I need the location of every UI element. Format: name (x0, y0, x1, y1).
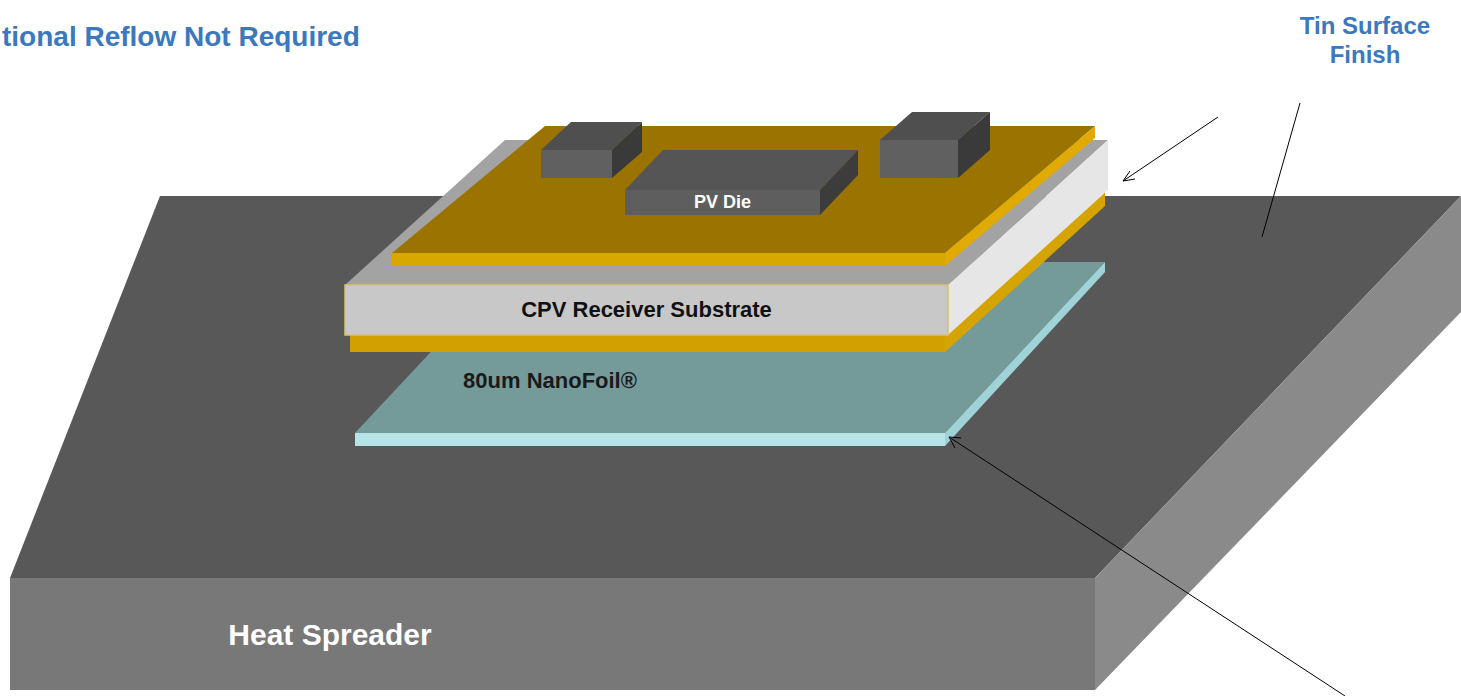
node-text: PV Die (694, 192, 751, 213)
heat-spreader: Heat Spreader (150, 610, 510, 660)
heat-spreader-side (1095, 196, 1461, 690)
node-text: CPV Receiver Substrate (521, 297, 772, 323)
substrate-box: CPV Receiver Substrate (345, 285, 948, 335)
pv-die: PV Die (625, 190, 820, 215)
pv-die-top (625, 150, 858, 190)
leader-line (1262, 103, 1300, 237)
node-text: Heat Spreader (228, 618, 431, 652)
leader-line (1123, 117, 1218, 181)
gold-bottom-front (350, 335, 945, 352)
nanofoil-layer: 80um NanoFoil® (400, 364, 700, 398)
arrow-head (949, 437, 961, 448)
pv-die-front (625, 190, 820, 215)
gold-top-front (392, 253, 945, 266)
callout-label: Tin Surface Finish (1290, 12, 1440, 70)
node-text: 80um NanoFoil® (463, 368, 637, 394)
pv-die-side (820, 150, 858, 215)
substrate-front (345, 285, 948, 335)
component-side (958, 112, 990, 178)
heat-spreader-front (10, 578, 1095, 690)
foil-front (355, 433, 945, 446)
component-side (612, 122, 642, 178)
leader-line (949, 437, 1345, 696)
component-front (880, 140, 958, 178)
arrow-head (1123, 171, 1135, 181)
component-front (541, 150, 612, 178)
heading-text: tional Reflow Not Required (2, 20, 360, 54)
